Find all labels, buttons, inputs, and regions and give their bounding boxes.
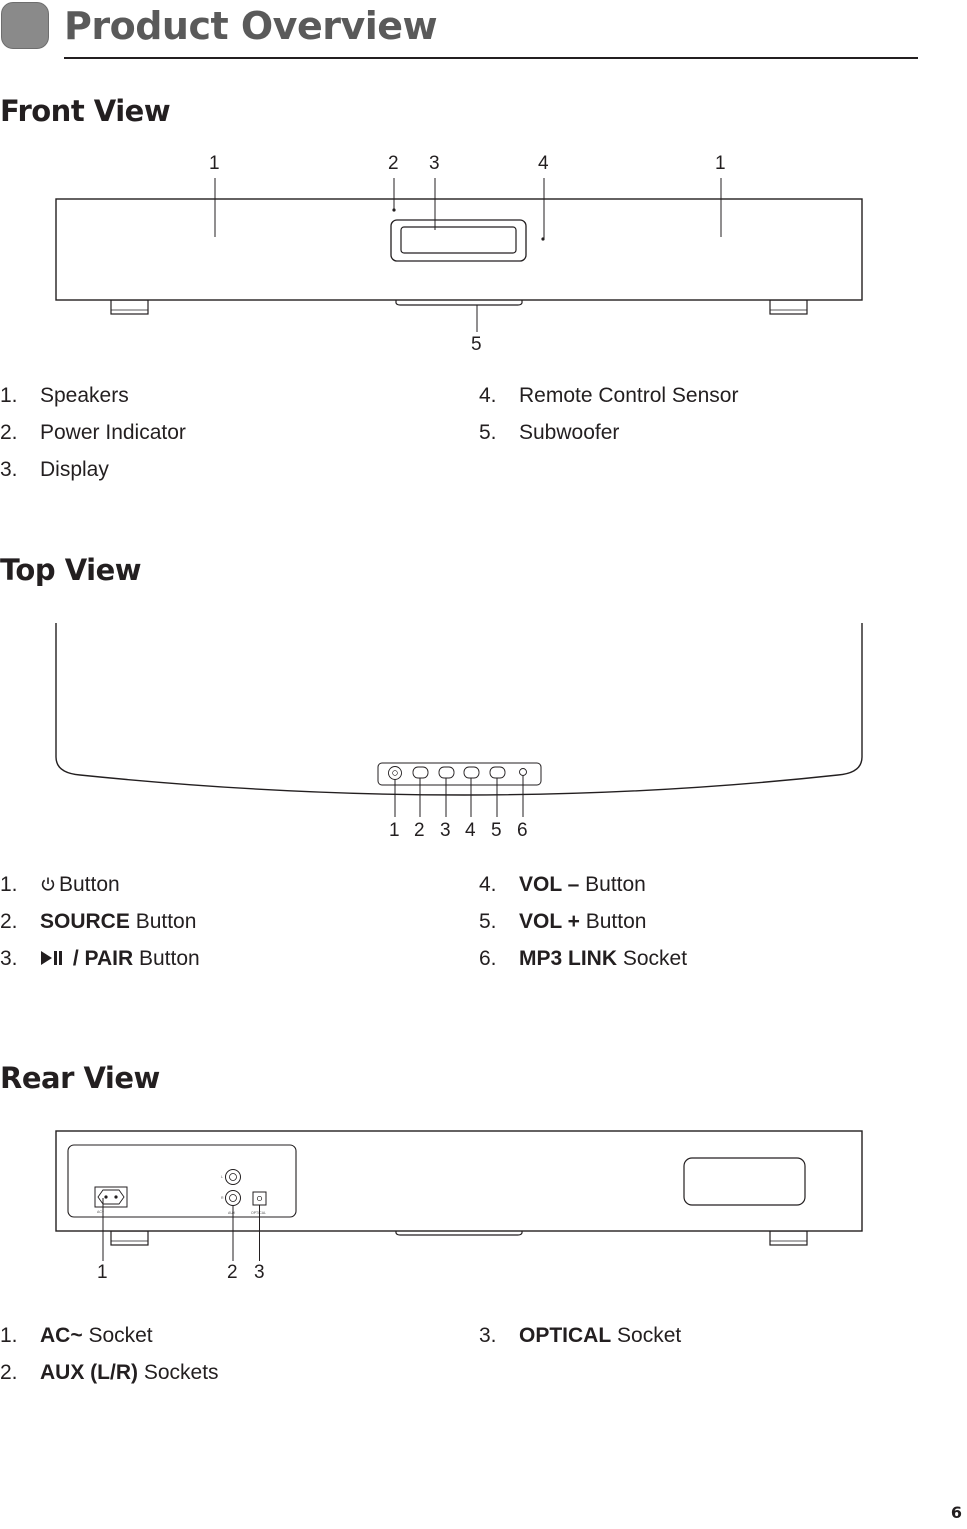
callout-front-4: 4	[538, 153, 549, 174]
play-pause-icon	[40, 946, 64, 972]
callout-top-1: 1	[389, 820, 400, 841]
front-legend-item-3: 3.Display	[0, 458, 109, 481]
front-view-heading: Front View	[0, 94, 171, 128]
front-legend-item-1: 1.Speakers	[0, 384, 129, 407]
callout-rear-1: 1	[97, 1262, 108, 1283]
header-rule	[64, 57, 918, 59]
rear-legend-item-3: 3.OPTICAL Socket	[479, 1324, 682, 1347]
rear-view-diagram: AC~ L R AUX OPTICAL 1 2 3	[0, 1120, 967, 1285]
callout-front-5: 5	[471, 334, 482, 355]
top-view-heading: Top View	[0, 553, 142, 587]
top-view-diagram: 1 2 3 4 5 6	[0, 615, 967, 850]
callout-top-6: 6	[517, 820, 528, 841]
callout-front-2: 2	[388, 153, 399, 174]
top-legend-item-3: 3. / PAIR Button	[0, 946, 200, 972]
section-badge	[1, 2, 49, 49]
callout-front-3: 3	[429, 153, 440, 174]
svg-text:AUX: AUX	[228, 1211, 236, 1215]
rear-legend-item-2: 2.AUX (L/R) Sockets	[0, 1361, 219, 1384]
page-number: 6	[950, 1503, 962, 1522]
front-legend-item-2: 2.Power Indicator	[0, 421, 186, 444]
page-title: Product Overview	[64, 4, 438, 48]
callout-rear-2: 2	[227, 1262, 238, 1283]
front-legend-item-4: 4.Remote Control Sensor	[479, 384, 739, 407]
rear-view-heading: Rear View	[0, 1061, 160, 1095]
callout-top-5: 5	[491, 820, 502, 841]
top-legend-item-5: 5.VOL + Button	[479, 910, 647, 933]
top-legend-item-1: 1. Button	[0, 872, 120, 898]
svg-text:OPTICAL: OPTICAL	[251, 1211, 266, 1215]
svg-text:AC~: AC~	[97, 1210, 104, 1214]
callout-front-1b: 1	[715, 153, 726, 174]
rear-legend-item-1: 1.AC~ Socket	[0, 1324, 153, 1347]
svg-text:L: L	[221, 1175, 223, 1179]
svg-text:R: R	[221, 1196, 224, 1200]
front-legend-item-5: 5.Subwoofer	[479, 421, 620, 444]
callout-top-3: 3	[440, 820, 451, 841]
top-legend-item-4: 4.VOL – Button	[479, 873, 646, 896]
top-legend-item-6: 6.MP3 LINK Socket	[479, 947, 688, 970]
front-view-diagram: 1 2 3 4 1 5	[0, 140, 967, 360]
top-legend-item-2: 2.SOURCE Button	[0, 910, 197, 933]
callout-rear-3: 3	[254, 1262, 265, 1283]
callout-top-4: 4	[465, 820, 476, 841]
callout-top-2: 2	[414, 820, 425, 841]
callout-front-1a: 1	[209, 153, 220, 174]
power-icon	[40, 872, 56, 898]
